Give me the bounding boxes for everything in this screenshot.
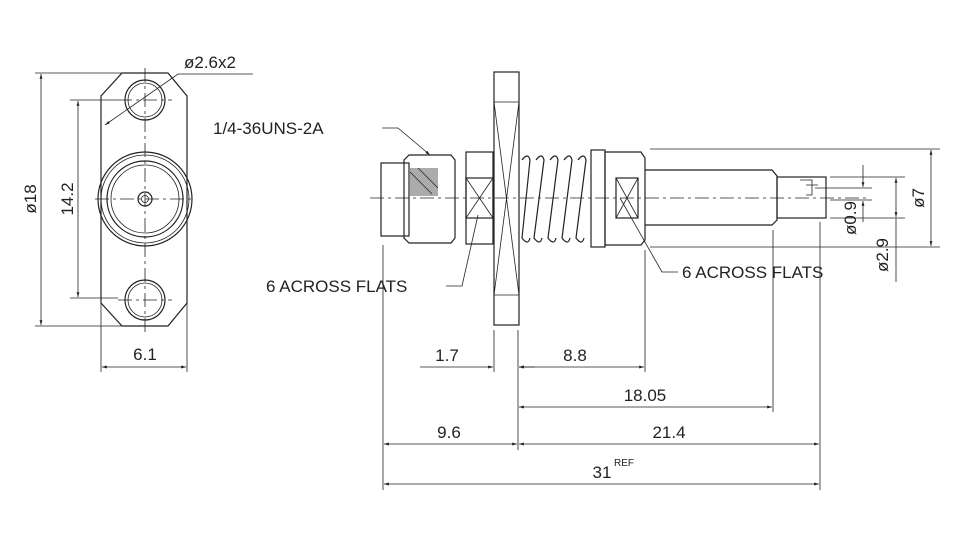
panel-flange [493,71,520,326]
width-label: 6.1 [133,345,157,364]
hex-body-right [604,151,646,246]
collar [590,149,606,248]
thread-label: 1/4-36UNS-2A [213,119,324,138]
spring [521,155,587,243]
hole-spacing-label: 14.2 [58,182,77,215]
dim-21-4: 21.4 [652,423,685,442]
hole-diameter-label: ø2.6x2 [184,53,236,72]
dim-9-6: 9.6 [437,423,461,442]
dim-1-7: 1.7 [435,346,459,365]
flats-label-left: 6 ACROSS FLATS [266,277,407,296]
flats-label-right: 6 ACROSS FLATS [682,263,823,282]
dim-31-ref: REF [614,458,634,469]
dim-18-05: 18.05 [624,386,667,405]
dim-8-8: 8.8 [563,346,587,365]
length-dimensions: 1.7 8.8 18.05 9.6 21.4 31 REF [382,222,821,490]
thread-hatch [410,168,438,196]
dim-31: 31 [593,463,612,482]
connector-nose [380,162,410,237]
pin-diameter-label: ø0.9 [841,201,860,235]
body-shaft [645,169,778,226]
mounting-flange-outline [100,72,188,327]
pin-body-diameter-label: ø2.9 [873,238,892,272]
threaded-section [403,154,456,244]
side-view: ø7 ø2.9 ø0.9 1/4-36UNS-2A 6 ACROSS FLATS… [213,71,940,326]
body-diameter-label: ø7 [909,188,928,208]
overall-diameter-label: ø18 [21,184,40,213]
contact-pin [776,176,827,219]
front-view: ø18 14.2 6.1 ø2.6x2 [21,53,253,372]
